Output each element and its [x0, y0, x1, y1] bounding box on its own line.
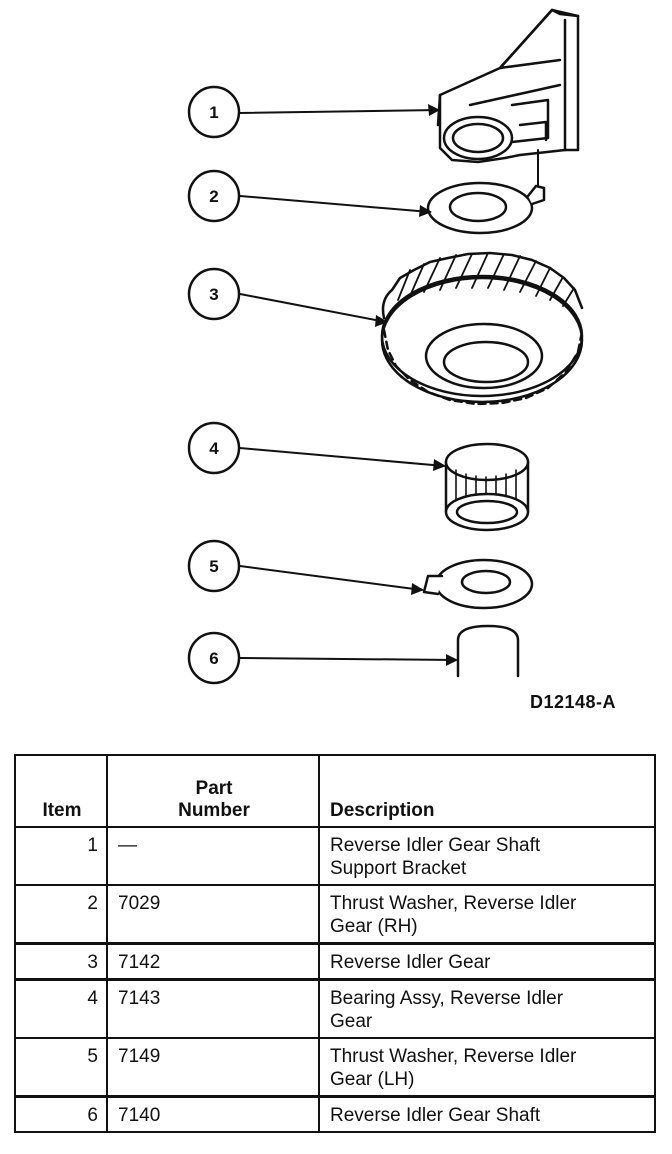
callout-4 — [187, 421, 241, 475]
header-item: Item — [14, 754, 108, 828]
figure-id: D12148-A — [530, 692, 617, 712]
thrust-washer-rh-part — [426, 181, 546, 235]
table-row: 6 7140 Reverse Idler Gear Shaft — [14, 1095, 656, 1133]
row-item: 5 — [14, 1037, 108, 1098]
row-item: 2 — [14, 884, 108, 945]
callout-3-label: 3 — [209, 285, 218, 304]
row-description: Reverse Idler Gear Shaft — [318, 1095, 656, 1133]
exploded-parts-diagram: 1 2 3 4 5 6 — [187, 8, 584, 685]
callout-3 — [187, 267, 241, 321]
description-line: Thrust Washer, Reverse Idler — [330, 1046, 577, 1067]
callout-1 — [187, 85, 241, 139]
callout-2 — [187, 169, 241, 223]
description-line: Gear — [330, 1011, 373, 1032]
description-line: Reverse Idler Gear Shaft — [330, 1105, 541, 1126]
thrust-washer-lh-part — [422, 558, 534, 610]
callout-1-label: 1 — [209, 103, 218, 122]
description-line: Reverse Idler Gear — [330, 952, 491, 973]
description-line: Reverse Idler Gear Shaft — [330, 835, 541, 856]
description-line: Gear (LH) — [330, 1069, 415, 1090]
header-description: Description — [318, 754, 656, 828]
row-part-number: 7149 — [106, 1037, 320, 1098]
support-bracket-part — [436, 8, 580, 187]
callout-5 — [187, 539, 241, 593]
callout-6-label: 6 — [209, 649, 218, 668]
callout-5-label: 5 — [209, 557, 218, 576]
row-description: Reverse Idler Gear — [318, 942, 656, 981]
header-part-line1: Part — [195, 778, 233, 799]
row-item: 6 — [14, 1095, 108, 1133]
row-part-number: 7142 — [106, 942, 320, 981]
row-part-number: 7029 — [106, 884, 320, 945]
header-part-line2: Number — [178, 800, 250, 821]
description-line: Bearing Assy, Reverse Idler — [330, 988, 564, 1009]
description-line: Gear (RH) — [330, 916, 418, 937]
gear-shaft-part — [456, 624, 520, 678]
description-line: Thrust Washer, Reverse Idler — [330, 893, 577, 914]
row-item: 1 — [14, 826, 108, 886]
leader-lines — [239, 109, 457, 661]
row-part-number: 7140 — [106, 1095, 320, 1133]
row-item: 3 — [14, 942, 108, 981]
callout-2-label: 2 — [209, 187, 218, 206]
callout-4-label: 4 — [209, 439, 219, 458]
row-part-number: — — [106, 826, 320, 886]
row-item: 4 — [14, 978, 108, 1039]
callout-6 — [187, 631, 241, 685]
description-line: Support Bracket — [330, 858, 467, 879]
reverse-idler-gear-part — [380, 251, 584, 406]
needle-bearing-part — [444, 442, 530, 532]
row-part-number: 7143 — [106, 978, 320, 1039]
table-row: 3 7142 Reverse Idler Gear — [14, 942, 656, 981]
